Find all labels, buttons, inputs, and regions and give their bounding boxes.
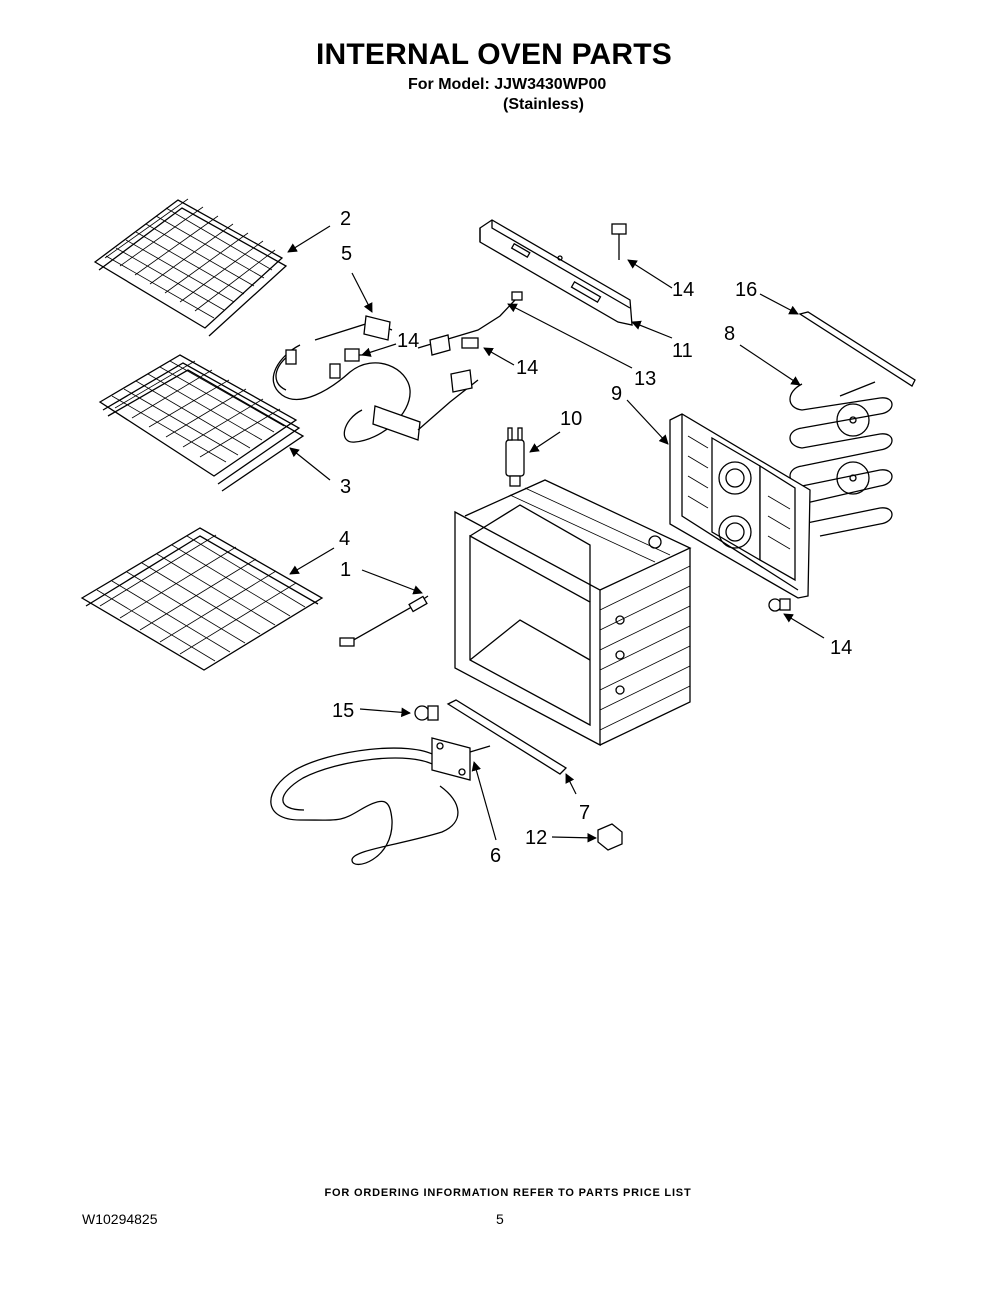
part-7-tube xyxy=(446,699,568,775)
callout-2: 2 xyxy=(340,208,351,230)
part-9-convection-panel xyxy=(669,413,811,599)
oven-cavity xyxy=(454,479,692,747)
part-10-light-socket xyxy=(505,427,525,487)
part-6-bake-element xyxy=(270,737,491,865)
part-8-convection-element xyxy=(789,381,893,537)
callout-11: 11 xyxy=(672,340,693,362)
callout-15: 15 xyxy=(332,700,354,722)
part-12-bracket-clip xyxy=(597,823,623,851)
callout-14: 14 xyxy=(672,279,694,301)
callout-9: 9 xyxy=(611,383,622,405)
part-14-screw xyxy=(344,348,368,362)
callout-3: 3 xyxy=(340,476,351,498)
model-variant: (Stainless) xyxy=(503,96,584,113)
callout-14: 14 xyxy=(516,357,538,379)
part-4-oven-rack xyxy=(80,527,324,671)
callout-10: 10 xyxy=(560,408,582,430)
part-14-screw xyxy=(768,598,791,612)
part-15-screw xyxy=(414,705,439,721)
callout-4: 4 xyxy=(339,528,350,550)
callout-6: 6 xyxy=(490,845,501,867)
part-2-oven-rack xyxy=(93,198,288,337)
callout-14: 14 xyxy=(830,637,852,659)
part-11-front-bracket xyxy=(479,219,633,326)
part-1-meat-probe xyxy=(339,595,429,647)
callout-13: 13 xyxy=(634,368,656,390)
page-title: INTERNAL OVEN PARTS xyxy=(315,38,673,71)
callout-7: 7 xyxy=(579,802,590,824)
callout-5: 5 xyxy=(341,243,352,265)
callout-labels: 2 5 14 14 11 13 14 3 10 9 8 16 4 1 14 15… xyxy=(332,208,852,867)
leader-lines xyxy=(287,225,825,843)
model-number: For Model: JJW3430WP00 xyxy=(408,76,607,93)
part-16-trim-strip xyxy=(798,311,916,387)
page-number: 5 xyxy=(496,1211,504,1227)
document-number: W10294825 xyxy=(82,1211,158,1227)
callout-14: 14 xyxy=(397,330,419,352)
ordering-note: FOR ORDERING INFORMATION REFER TO PARTS … xyxy=(324,1187,692,1199)
callout-16: 16 xyxy=(735,279,757,301)
part-13-temperature-sensor xyxy=(417,291,523,356)
callout-8: 8 xyxy=(724,323,735,345)
part-3-sliding-rack xyxy=(98,354,305,492)
part-14-screw xyxy=(611,223,627,260)
callout-12: 12 xyxy=(525,827,547,849)
callout-1: 1 xyxy=(340,559,351,581)
part-5-broil-element xyxy=(272,315,479,443)
